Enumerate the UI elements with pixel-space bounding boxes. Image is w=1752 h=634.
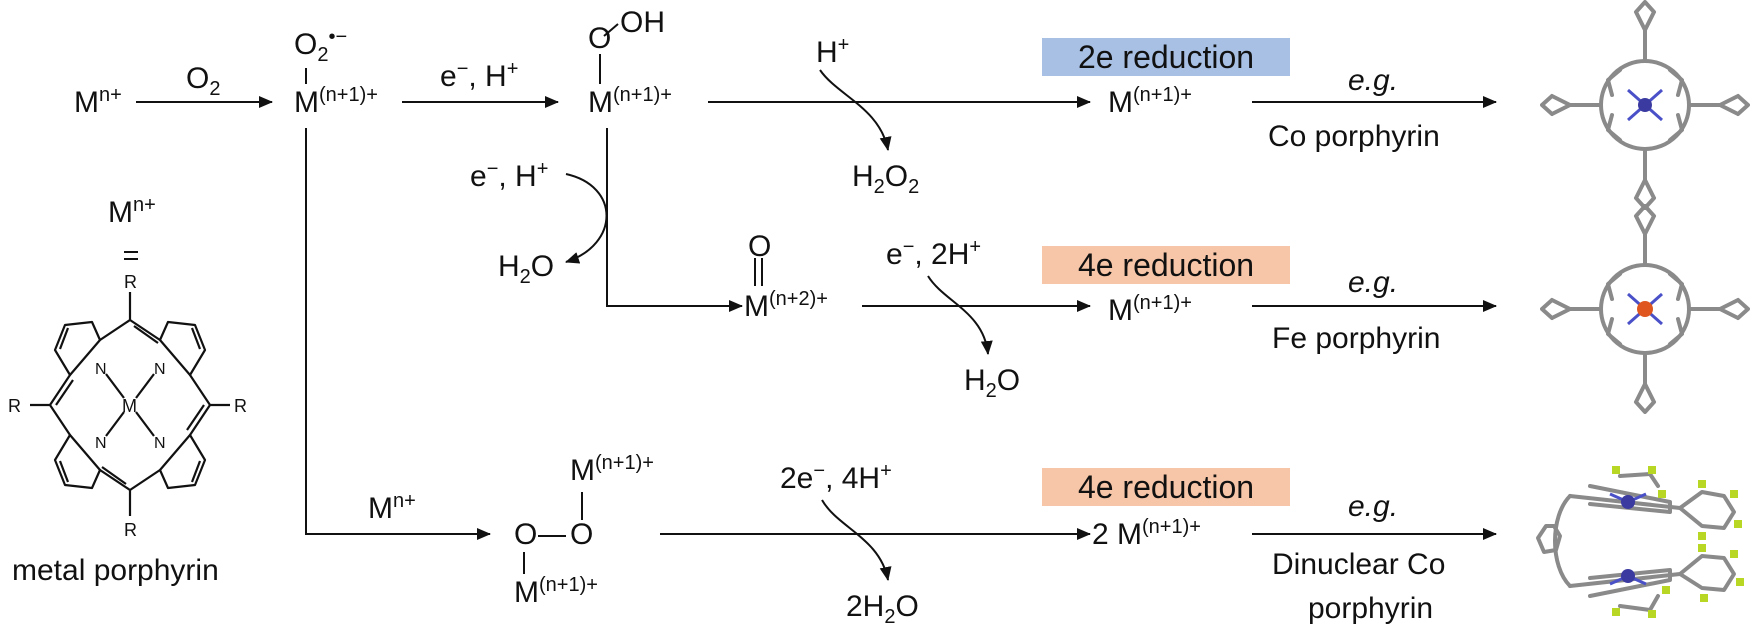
hydroperoxo-o: O [588,22,612,55]
dinuclear-co-porphyrin-model [1536,466,1744,618]
reagent-e-h-side: e−, H+ [470,158,549,193]
eg-co: e.g. [1348,64,1399,97]
curve-eh-in-h2o-out [565,173,608,264]
reagent-o2: O2 [186,62,221,100]
r-right: R [234,396,247,416]
curve-2e4h-in-2h2o-out [821,499,892,581]
example-dinuclear-2: porphyrin [1308,592,1434,625]
reagent-m-n: Mn+ [368,490,416,525]
r-top: R [124,272,137,292]
example-co-porphyrin: Co porphyrin [1268,120,1440,153]
eg-dinuclear: e.g. [1348,490,1399,523]
curve-h-in-h2o2-out [819,69,892,151]
bond-o-oh [603,23,619,37]
metal-porphyrin-structure: R R R R N N N N M [8,272,247,540]
metal-porphyrin-caption: metal porphyrin [12,554,219,587]
badge-4e-reduction-a: 4e reduction [1042,246,1290,284]
curve-e2h-in-h2o-out [927,275,993,355]
co-atom-bottom [1621,569,1635,583]
example-dinuclear-1: Dinuclear Co [1272,548,1446,581]
fe-atom [1637,301,1653,317]
eg-fe: e.g. [1348,266,1399,299]
reagent-2e-4h: 2e−, 4H+ [780,460,892,495]
superoxo-o2: O2•− [294,26,348,66]
peroxo-metal-bottom: M(n+1)+ [514,574,598,609]
n-bottom-left: N [95,435,107,452]
species-m-n: Mn+ [74,84,122,119]
oxo-metal: M(n+2)+ [744,288,828,323]
arrow-hydroperoxo-to-oxo [606,128,743,312]
oxo-o: O [748,230,772,263]
reagent-e-2h: e−, 2H+ [886,236,982,271]
n-top-right: N [154,361,166,378]
badge-2e-reduction: 2e reduction [1042,38,1290,76]
reagent-h-plus: H+ [816,34,850,69]
porphyrin-metal-label: Mn+ [108,194,156,229]
n-top-left: N [95,361,107,378]
hydroperoxo-oh: OH [620,6,665,39]
m-center: M [122,396,137,416]
co-atom-top [1621,495,1635,509]
hydroperoxo-metal: M(n+1)+ [588,84,672,119]
fe-porphyrin-model [1540,204,1750,414]
r-bottom: R [124,520,137,540]
product-m-n1-2e: M(n+1)+ [1108,84,1192,119]
example-fe-porphyrin: Fe porphyrin [1272,322,1441,355]
arrow-superoxo-to-peroxo [305,128,491,540]
co-atom [1638,98,1652,112]
product-2h2o: 2H2O [846,590,919,628]
n-bottom-right: N [154,435,166,452]
peroxo-metal-top: M(n+1)+ [570,452,654,487]
product-h2o-row2: H2O [964,364,1021,402]
co-porphyrin-model [1540,0,1750,210]
product-m-n1-4e: M(n+1)+ [1108,292,1192,327]
superoxo-metal: M(n+1)+ [294,84,378,119]
product-2m-n1: 2 M(n+1)+ [1092,516,1201,551]
reagent-e-h: e−, H+ [440,58,519,93]
r-left: R [8,396,21,416]
peroxo-o-right: O [570,518,594,551]
peroxo-o-left: O [514,518,538,551]
product-h2o2: H2O2 [852,160,920,198]
product-h2o-side: H2O [498,250,555,288]
badge-4e-reduction-b: 4e reduction [1042,468,1290,506]
